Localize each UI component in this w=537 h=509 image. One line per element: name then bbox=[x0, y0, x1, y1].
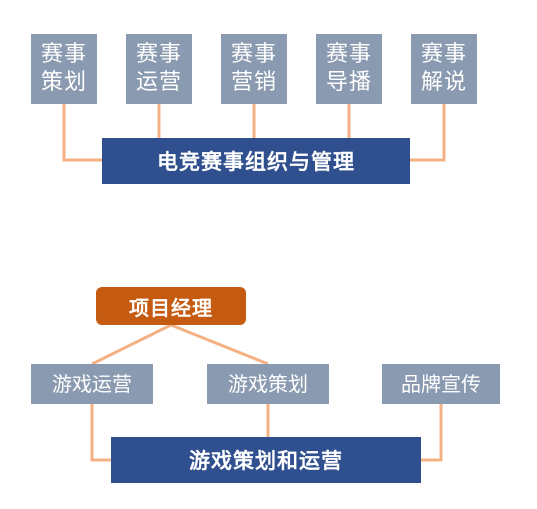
box-event-directing: 赛事导播 bbox=[316, 34, 382, 104]
box-event-commentary-label: 赛事解说 bbox=[420, 42, 467, 95]
project-manager-label: 项目经理 bbox=[129, 295, 213, 320]
box-brand-promotion: 品牌宣传 bbox=[382, 364, 500, 404]
box-game-operation-label: 游戏运营 bbox=[52, 372, 132, 396]
box-event-planning-label: 赛事策划 bbox=[40, 42, 87, 95]
connector-b1 bbox=[90, 404, 111, 462]
box-event-planning: 赛事策划 bbox=[31, 34, 97, 104]
box-event-commentary: 赛事解说 bbox=[411, 34, 477, 104]
box-game-planning: 游戏策划 bbox=[207, 364, 329, 404]
connector-t5 bbox=[410, 104, 446, 162]
box-event-operation-label: 赛事运营 bbox=[135, 42, 182, 95]
box-event-directing-label: 赛事导播 bbox=[325, 42, 372, 95]
box-event-marketing: 赛事营销 bbox=[221, 34, 287, 104]
project-manager-box: 项目经理 bbox=[96, 287, 246, 325]
connector-pm-left bbox=[91, 323, 172, 366]
top-bar-label: 电竞赛事组织与管理 bbox=[157, 150, 355, 174]
box-brand-promotion-label: 品牌宣传 bbox=[401, 372, 481, 396]
connector-b3 bbox=[421, 404, 443, 462]
box-game-operation: 游戏运营 bbox=[31, 364, 153, 404]
bottom-bar-game-planning-operation: 游戏策划和运营 bbox=[111, 437, 421, 483]
connector-t1 bbox=[62, 104, 102, 162]
box-game-planning-label: 游戏策划 bbox=[228, 372, 308, 396]
connector-pm-right bbox=[170, 323, 269, 366]
top-bar-esports-management: 电竞赛事组织与管理 bbox=[102, 138, 410, 184]
box-event-operation: 赛事运营 bbox=[126, 34, 192, 104]
bottom-bar-label: 游戏策划和运营 bbox=[189, 449, 343, 473]
box-event-marketing-label: 赛事营销 bbox=[230, 42, 277, 95]
